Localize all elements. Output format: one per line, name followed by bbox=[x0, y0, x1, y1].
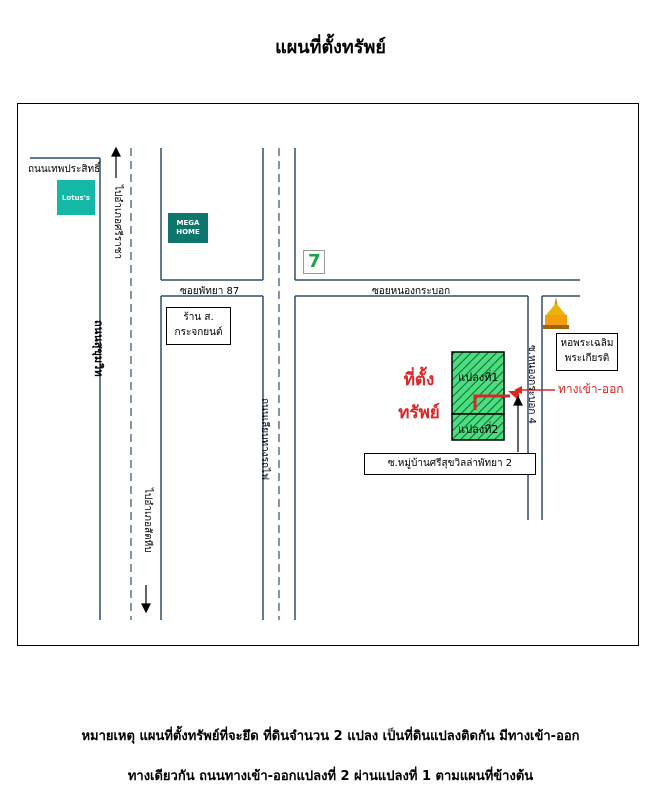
entrance-arrowhead bbox=[508, 391, 519, 401]
site-line2: ทรัพย์ bbox=[398, 403, 440, 423]
label-thepprasit: ถนนเทพประสิทธิ์ bbox=[28, 164, 101, 175]
site-label: ที่ตั้ง ทรัพย์ bbox=[394, 366, 444, 426]
plot-1-label: แปลงที่1 bbox=[458, 371, 499, 384]
label-sukhumvit: ถนนสุขุมวิท bbox=[92, 320, 105, 377]
lotus-logo: Lotus's bbox=[57, 180, 95, 215]
road-soi-pattaya-87 bbox=[161, 279, 580, 297]
arrow-village-soi bbox=[513, 395, 523, 452]
hall-box: หอพระเฉลิม พระเกียรติ bbox=[556, 333, 618, 371]
temple-icon bbox=[543, 297, 569, 329]
seven-eleven-glyph: 7 bbox=[308, 251, 321, 272]
map-frame bbox=[17, 103, 639, 646]
shop-line1: ร้าน ส. bbox=[183, 312, 214, 323]
page-title: แผนที่ตั้งทรัพย์ bbox=[275, 37, 386, 58]
note-line1: หมายเหตุ แผนที่ตั้งทรัพย์ที่จะยึด ที่ดิน… bbox=[81, 729, 580, 744]
hall-line1: หอพระเฉลิม bbox=[560, 338, 614, 349]
mega-home-line2: HOME bbox=[176, 228, 200, 236]
plot-2 bbox=[451, 413, 505, 441]
label-soi-nong-krabok: ซอยหนองกระบอก bbox=[372, 286, 451, 297]
label-to-si-racha: ไปอำเภอศรีราชา bbox=[112, 185, 123, 260]
label-nong-krabok-4: ซ.หนองกระบอก 4 bbox=[526, 345, 537, 425]
entrance-path bbox=[473, 394, 510, 410]
arrow-to-sattahip bbox=[141, 585, 151, 614]
mega-home-line1: MEGA bbox=[176, 219, 200, 227]
seven-eleven-logo: 7 bbox=[303, 250, 325, 274]
note-line2: ทางเดียวกัน ถนนทางเข้า-ออกแปลงที่ 2 ผ่าน… bbox=[127, 769, 534, 784]
village-soi-box: ซ.หมู่บ้านศรีสุขวิลล่าพัทยา 2 bbox=[364, 453, 536, 475]
label-soi-pattaya-87: ซอยพัทยา 87 bbox=[180, 286, 240, 297]
label-to-sattahip: ไปอำเภอสัตหีบ bbox=[142, 488, 153, 553]
label-rotfai: ถนนเลียบทางรถไฟ bbox=[259, 398, 270, 481]
plot-2-label: แปลงที่2 bbox=[458, 423, 499, 436]
road-nong-krabok-4 bbox=[527, 296, 543, 520]
shop-line2: กระจกยนต์ bbox=[174, 327, 223, 338]
entrance-label: ทางเข้า-ออก bbox=[558, 382, 624, 396]
road-sukhumvit bbox=[99, 148, 162, 620]
road-rotfai bbox=[262, 148, 296, 620]
shop-box: ร้าน ส. กระจกยนต์ bbox=[166, 307, 231, 345]
site-line1: ที่ตั้ง bbox=[403, 370, 435, 390]
hall-line2: พระเกียรติ bbox=[564, 353, 610, 364]
mega-home-logo: MEGA HOME bbox=[168, 213, 208, 243]
arrow-to-si-racha bbox=[111, 146, 121, 178]
village-soi-label: ซ.หมู่บ้านศรีสุขวิลล่าพัทยา 2 bbox=[387, 458, 513, 469]
